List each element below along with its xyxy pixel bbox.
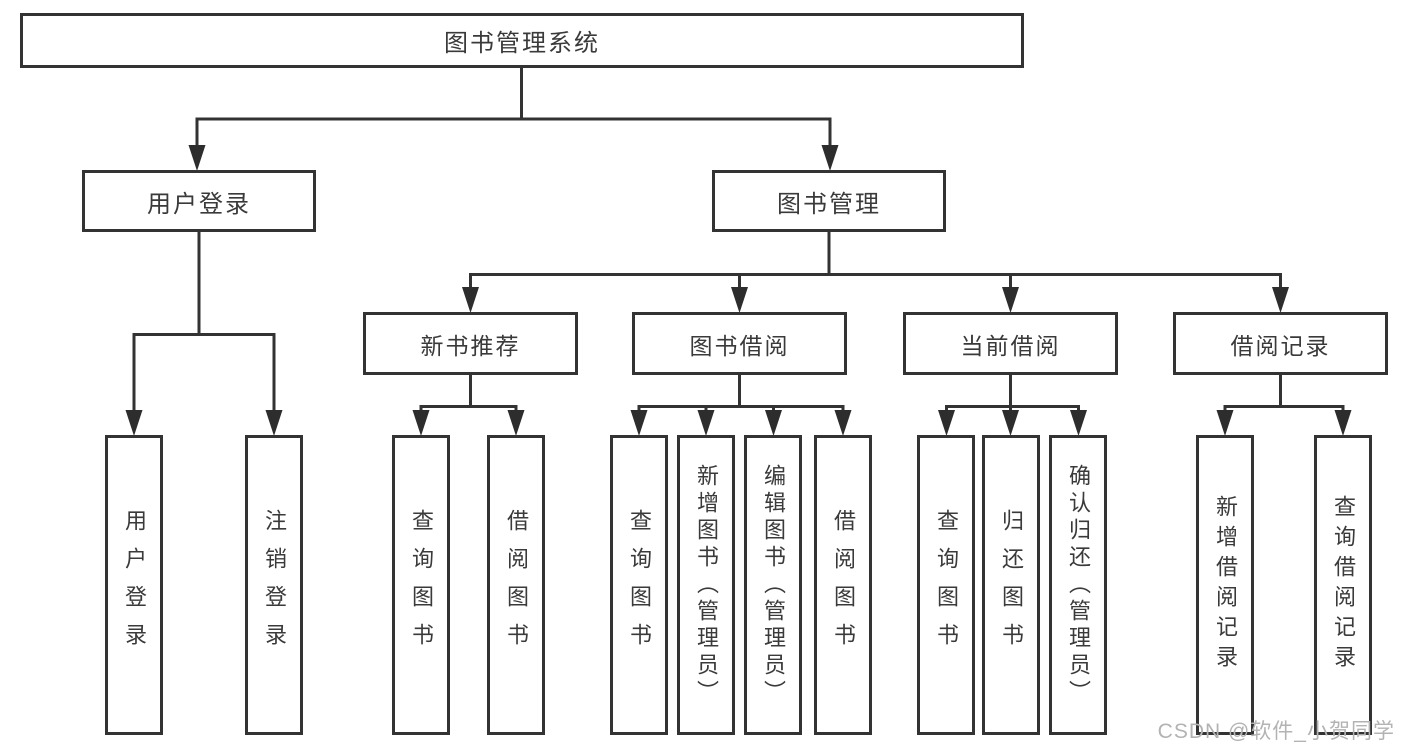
leaf-label: 查询图书 [934,509,959,661]
leaf-label: 借阅图书 [831,509,856,661]
arrow-head [731,287,748,313]
leaf-user-login: 用户登录 [105,435,163,735]
leaf-query-books: 查询图书 [392,435,450,735]
leaf-add-borrow-record: 新增借阅记录 [1196,435,1254,735]
leaf-label: 查询借阅记录 [1331,495,1356,675]
node-library-system: 图书管理系统 [20,13,1024,68]
arrow-head [507,410,525,436]
arrow-head [265,410,283,436]
leaf-label: 新增图书（管理员） [694,463,719,707]
leaf-query-books: 查询图书 [610,435,668,735]
leaf-query-books: 查询图书 [917,435,975,735]
watermark: CSDN @软件_小贺同学 [1157,720,1395,743]
leaf-add-books-admin: 新增图书（管理员） [677,435,735,735]
leaf-query-borrow-record: 查询借阅记录 [1314,435,1372,735]
arrow-head [462,287,479,313]
leaf-label: 查询图书 [409,509,434,661]
arrow-head [938,410,955,436]
leaf-label: 用户登录 [122,509,147,661]
arrow-head [1002,287,1019,313]
leaf-label: 注销登录 [262,509,287,661]
node-book-borrow: 图书借阅 [632,312,847,375]
leaf-logout: 注销登录 [245,435,303,735]
arrow-head [630,410,648,436]
node-new-book-recommend: 新书推荐 [363,312,578,375]
arrow-head [1334,410,1352,436]
leaf-label: 归还图书 [999,509,1024,661]
leaf-edit-books-admin: 编辑图书（管理员） [744,435,802,735]
leaf-label: 借阅图书 [504,509,529,661]
leaf-label: 新增借阅记录 [1213,495,1238,675]
arrow-head [1272,287,1289,313]
arrow-head [834,410,852,436]
arrow-head [1002,410,1019,436]
node-book-management: 图书管理 [712,170,946,232]
arrow-head [125,410,143,436]
node-current-borrow: 当前借阅 [903,312,1118,375]
leaf-return-books: 归还图书 [982,435,1040,735]
arrow-head [821,145,839,171]
leaf-label: 编辑图书（管理员） [761,463,786,707]
arrow-head [1216,410,1234,436]
leaf-label: 确认归还（管理员） [1066,463,1091,707]
arrow-head [765,410,782,436]
leaf-borrow-books: 借阅图书 [814,435,872,735]
leaf-borrow-books: 借阅图书 [487,435,545,735]
arrow-head [412,410,430,436]
arrow-head [1070,410,1087,436]
node-borrow-records: 借阅记录 [1173,312,1388,375]
arrow-head [697,410,715,436]
arrow-head [188,145,206,171]
leaf-confirm-return-admin: 确认归还（管理员） [1049,435,1107,735]
node-user-login: 用户登录 [82,170,316,232]
leaf-label: 查询图书 [627,509,652,661]
